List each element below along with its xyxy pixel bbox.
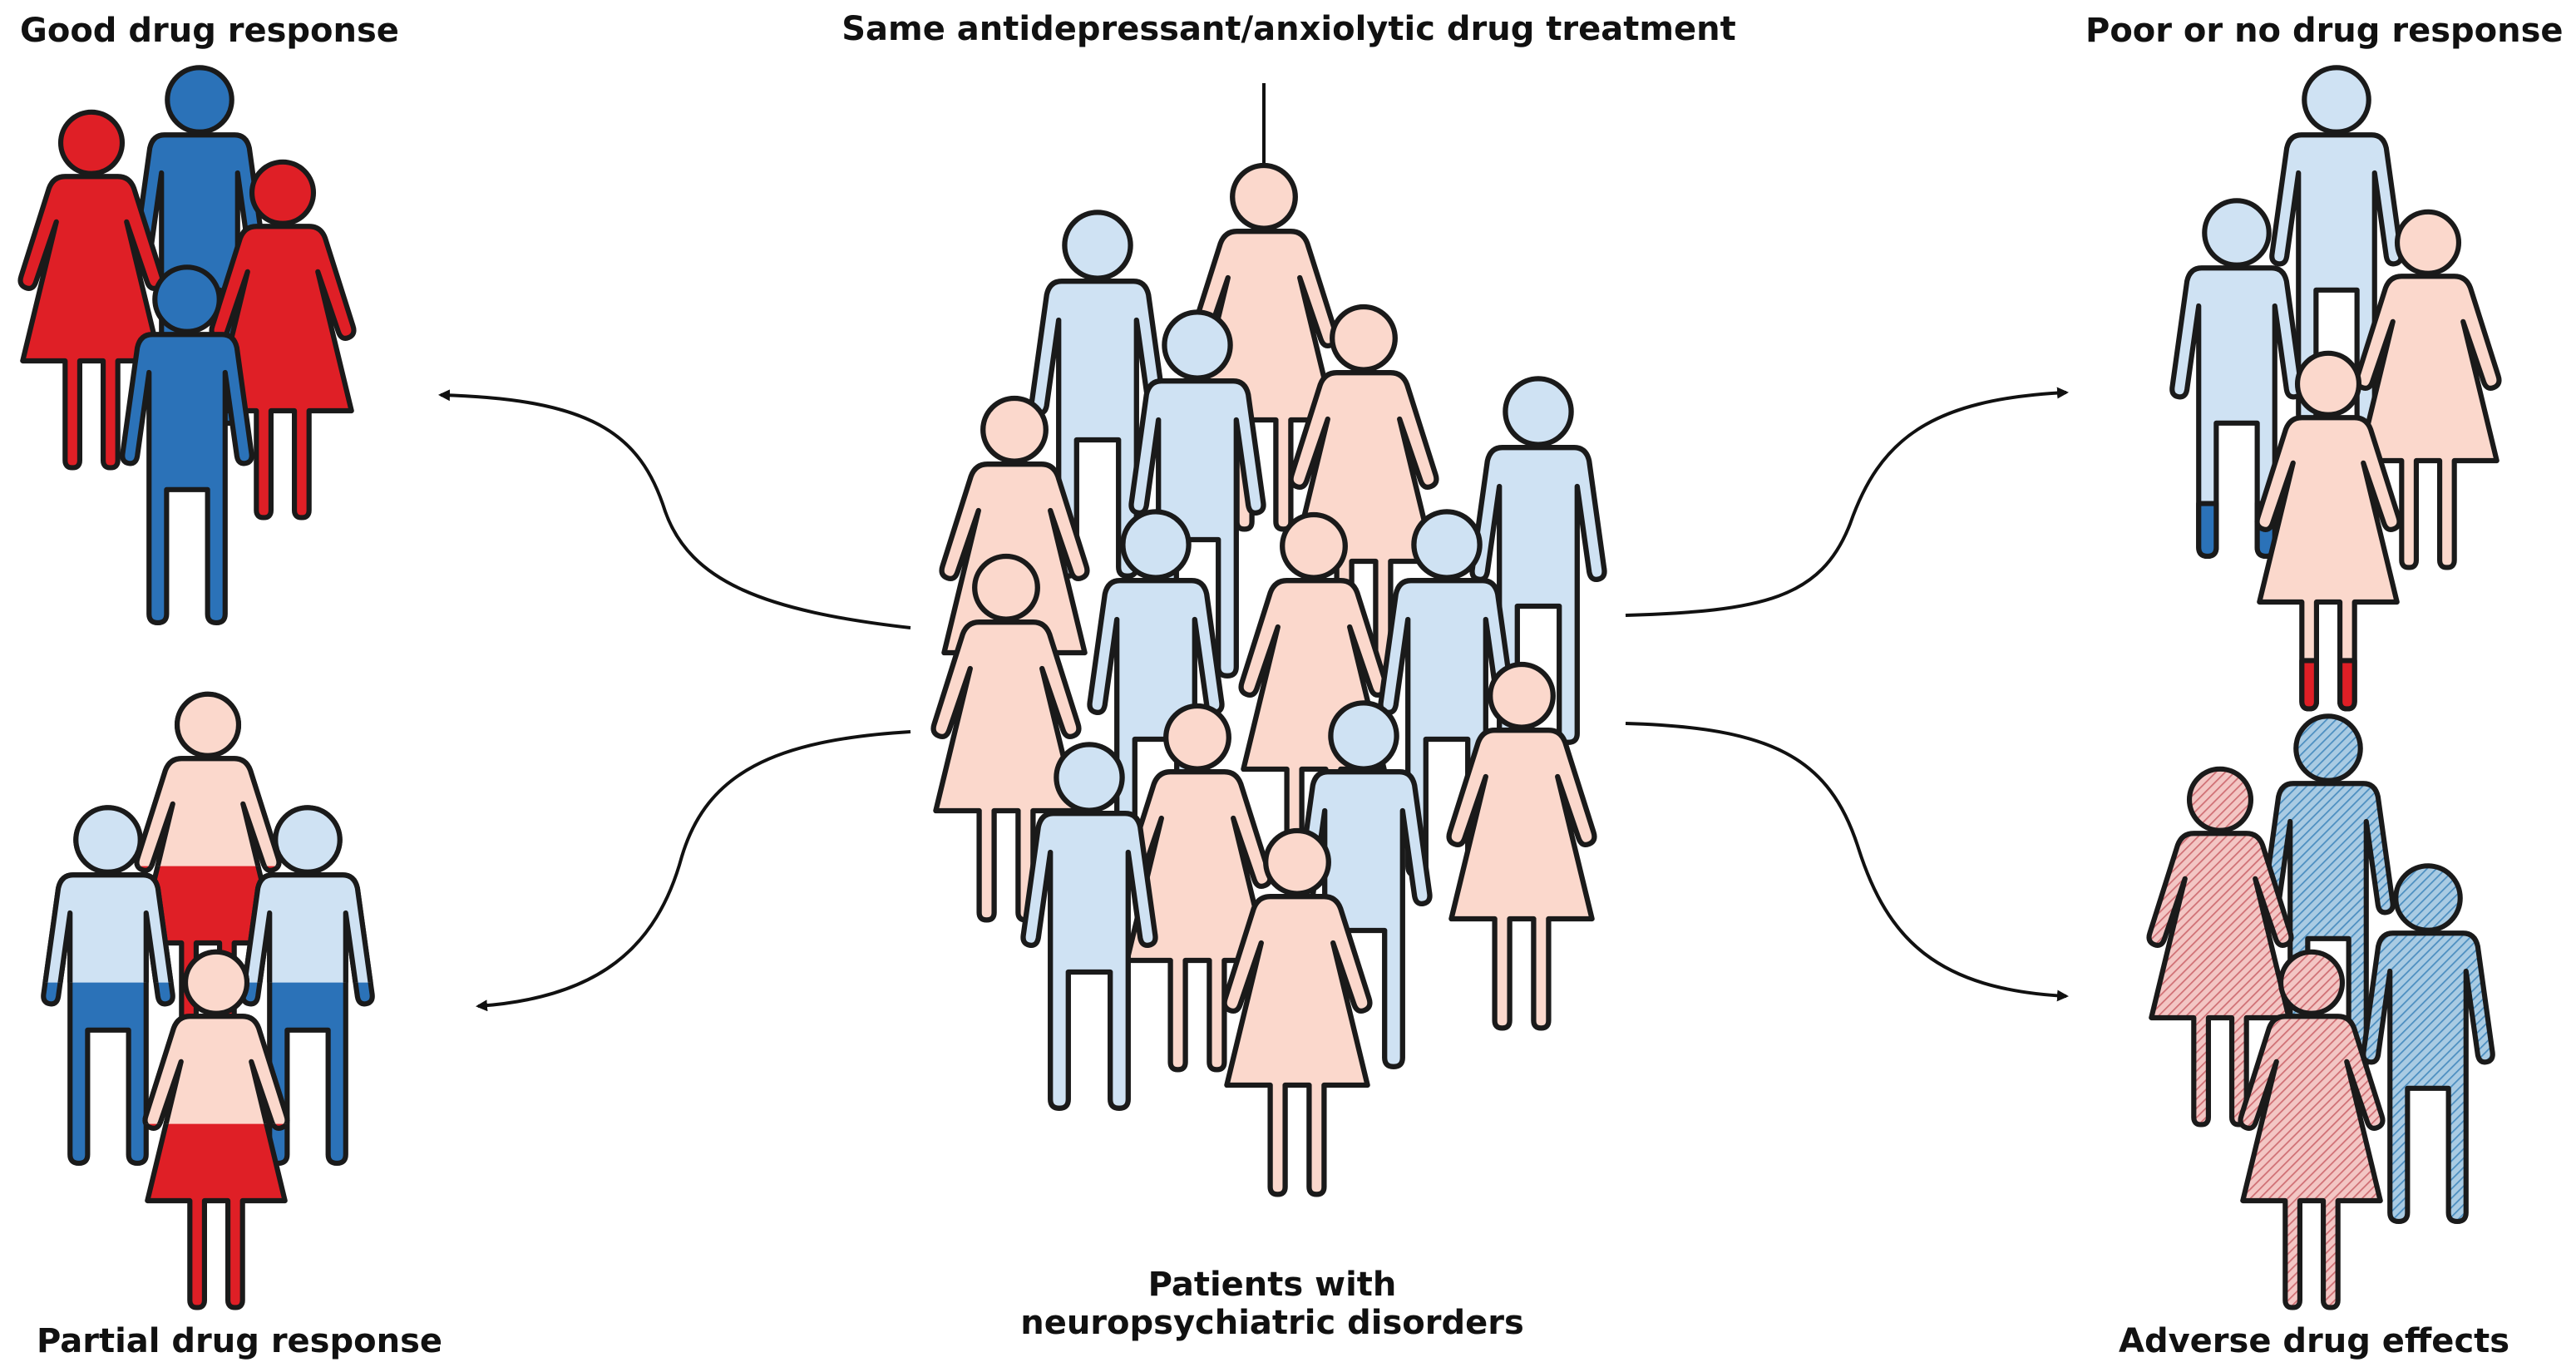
figure-head xyxy=(1328,700,1399,772)
figure-head xyxy=(1330,304,1398,373)
figure-head xyxy=(2294,350,2362,417)
figure-head xyxy=(1230,162,1298,231)
figure-head xyxy=(1054,742,1125,813)
figure-body xyxy=(1288,370,1439,674)
treatment-label: Same antidepressant/anxiolytic drug trea… xyxy=(841,10,1736,48)
partial-response-female-figure xyxy=(134,691,282,1053)
figure-head xyxy=(2202,198,2272,268)
figure-body xyxy=(1020,811,1158,1111)
figure-head xyxy=(165,65,234,135)
figure-top-overlay xyxy=(134,691,282,866)
figure-top-overlay xyxy=(242,805,373,983)
figure-body xyxy=(1446,728,1597,1031)
arrow-to-good xyxy=(438,389,911,629)
figure-body xyxy=(2146,831,2294,1128)
figure-body xyxy=(1221,894,1373,1197)
figure-legs-overlay xyxy=(2299,658,2357,712)
figures-layer xyxy=(17,65,2502,1310)
figure-body xyxy=(930,619,1082,923)
figure-head xyxy=(2186,766,2254,833)
patient-female-figure xyxy=(1446,661,1597,1031)
poor-response-female-figure xyxy=(2354,209,2502,570)
figure-body xyxy=(2238,1014,2386,1310)
figure-head xyxy=(1488,661,1556,730)
patients-label-line2: neuropsychiatric disorders xyxy=(1020,1304,1524,1342)
patient-female-figure xyxy=(1221,827,1373,1197)
figure-body xyxy=(120,332,254,626)
poor-response-female-figure xyxy=(2254,350,2402,712)
figure-head xyxy=(980,395,1049,464)
figure-top-overlay xyxy=(42,805,174,983)
figure-head xyxy=(1163,703,1231,772)
figure-head xyxy=(1503,376,1574,447)
partial-response-label: Partial drug response xyxy=(37,1322,443,1360)
figure-head xyxy=(57,109,126,176)
figure-head xyxy=(1062,210,1133,281)
partial-response-male-figure xyxy=(41,805,175,1167)
figure-head xyxy=(2393,863,2463,933)
figure-top-overlay xyxy=(142,949,290,1124)
figure-head xyxy=(2293,713,2363,783)
adverse-effects-female-figure xyxy=(2238,949,2386,1310)
figure-body xyxy=(2361,930,2495,1225)
patient-female-figure xyxy=(1288,304,1439,674)
patient-male-figure xyxy=(1020,742,1158,1111)
figure-head xyxy=(1162,309,1233,381)
patients-label-line1: Patients with xyxy=(1147,1266,1397,1304)
patient-female-figure xyxy=(930,553,1082,923)
partial-response-male-figure xyxy=(240,805,375,1167)
figure-head xyxy=(152,264,222,334)
adverse-effects-label: Adverse drug effects xyxy=(2119,1322,2510,1360)
figure-head xyxy=(249,159,317,226)
figure-head xyxy=(1263,827,1331,896)
good-response-label: Good drug response xyxy=(20,12,399,50)
patients-label: Patients with neuropsychiatric disorders xyxy=(1014,1266,1530,1342)
figure-head xyxy=(1280,511,1348,580)
figure-head xyxy=(1411,509,1483,580)
figure-head xyxy=(972,553,1040,622)
arrow-to-adverse xyxy=(1625,722,2069,1002)
adverse-effects-male-figure xyxy=(2361,863,2495,1225)
arrow-to-partial xyxy=(476,730,911,1012)
adverse-effects-female-figure xyxy=(2146,766,2294,1128)
partial-response-female-figure xyxy=(142,949,290,1310)
figure-head xyxy=(1120,509,1192,580)
figure-body xyxy=(2254,415,2402,712)
good-response-male-figure xyxy=(120,264,254,626)
figure-head xyxy=(2302,65,2371,135)
poor-response-label: Poor or no drug response xyxy=(2085,12,2564,50)
figure-head xyxy=(2277,949,2346,1016)
figure-head xyxy=(2394,209,2462,276)
arrow-to-poor xyxy=(1625,387,2069,617)
good-response-female-figure xyxy=(209,159,357,521)
